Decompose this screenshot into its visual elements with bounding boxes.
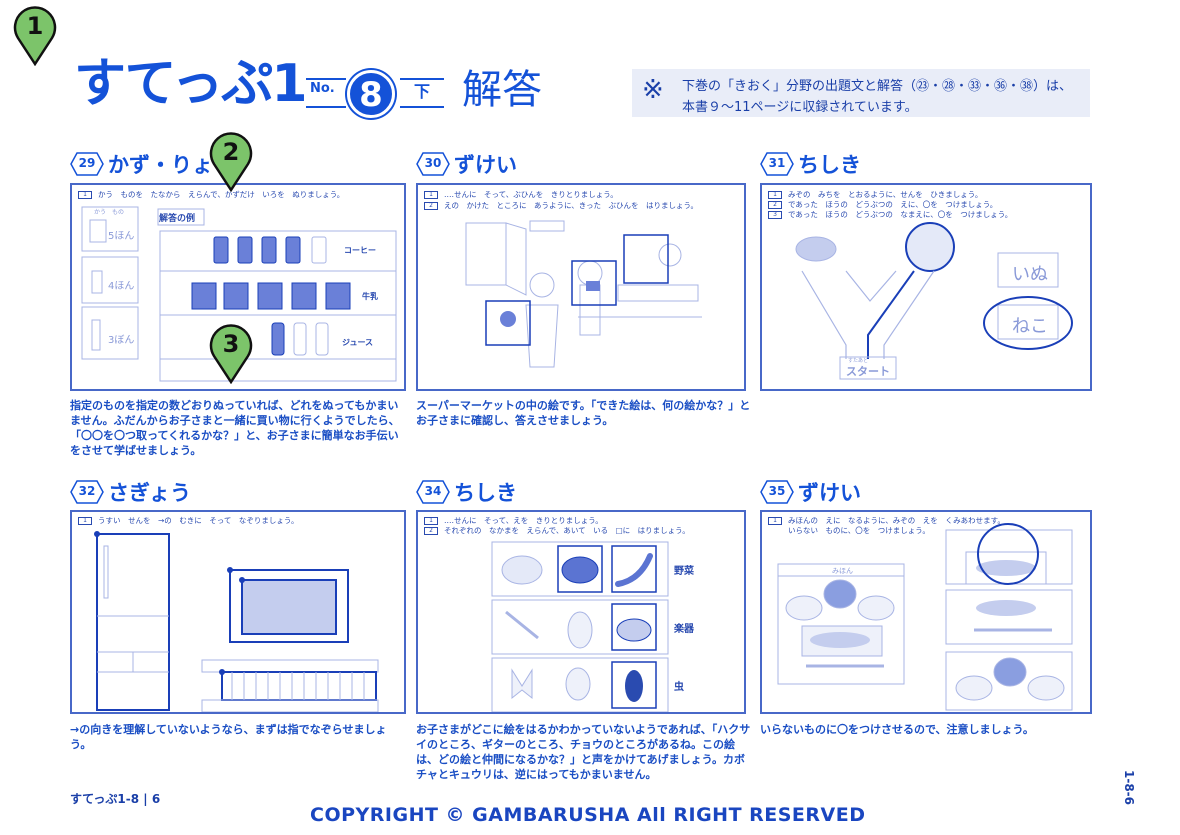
count-label: 5ほん <box>108 231 135 242</box>
category-label: 野菜 <box>674 566 694 577</box>
section-35-description: いらないものに〇をつけさせるので、注意しましょう。 <box>760 723 1034 736</box>
count-label: 4ほん <box>108 281 135 292</box>
hexagon-number-icon: 31 <box>760 152 794 176</box>
hexagon-number-icon: 29 <box>70 152 104 176</box>
section-32-description: →の向きを理解していないようなら、まずは指でなぞらせましょう。 <box>70 723 387 751</box>
volume-label: 下 <box>400 68 444 112</box>
shelf-label: コーヒー <box>344 246 376 255</box>
answer-option: いぬ <box>1012 264 1048 285</box>
note-box: ※ 下巻の「きおく」分野の出題文と解答（㉓・㉘・㉝・㊱・㊳）は、 本書９～11ペ… <box>632 69 1090 117</box>
sample-label: みほん <box>832 567 853 575</box>
instruction: いらない ものに、〇を つけましょう。 <box>788 526 930 535</box>
hexagon-number-icon: 35 <box>760 480 794 504</box>
shelf-illustration <box>81 206 397 382</box>
reference-mark-icon: ※ <box>642 75 664 105</box>
furniture-tracing-illustration <box>94 531 379 712</box>
supermarket-illustration <box>465 220 702 368</box>
section-31-heading: 31 ちしき <box>760 150 861 178</box>
issue-number-badge: 8 <box>347 70 395 118</box>
maze-illustration <box>795 222 1073 380</box>
count-label: 3ぼん <box>108 335 135 346</box>
map-pin-marker-icon: 3 <box>208 322 254 385</box>
note-line-2: 本書９～11ページに収録されています。 <box>682 100 918 115</box>
section-34-heading: 34 ちしき <box>416 478 517 506</box>
side-page-code: 1-8-6 <box>1122 770 1136 806</box>
page-title: 解答 <box>462 67 542 113</box>
section-30-description: スーパーマーケットの中の絵です。「できた絵は、何の絵かな？」とお子さまに確認し、… <box>416 399 751 427</box>
hexagon-number-icon: 32 <box>70 480 104 504</box>
note-line-1: 下巻の「きおく」分野の出題文と解答（㉓・㉘・㉝・㊱・㊳）は、 <box>682 79 1073 94</box>
section-32-heading: 32 さぎょう <box>70 478 191 506</box>
hexagon-number-icon: 30 <box>416 152 450 176</box>
shelf-label: 牛乳 <box>362 292 378 301</box>
instruction: 1‥‥せんに そって、ぶひんを きりとりましょう。 <box>424 189 618 200</box>
section-30-heading: 30 ずけい <box>416 150 517 178</box>
section-34-description: お子さまがどこに絵をはるかわかっていないようであれば、「ハクサイのところ、ギター… <box>416 723 751 781</box>
copyright-notice: COPYRIGHT © GAMBARUSHA All RIGHT RESERVE… <box>310 804 866 826</box>
shelf-label: ジュース <box>342 338 374 347</box>
map-pin-marker-icon: 1 <box>12 4 58 67</box>
issue-no-label: No. <box>306 68 346 112</box>
map-pin-marker-icon: 2 <box>208 130 254 193</box>
series-logo: すてっぷ1 <box>74 54 308 114</box>
start-label: スタート <box>846 365 890 378</box>
page-footer-label: すてっぷ1-8 | 6 <box>70 792 161 806</box>
category-label: 虫 <box>674 682 684 693</box>
answer-option-selected: ねこ <box>1012 316 1048 337</box>
meal-puzzle-illustration <box>777 523 1073 711</box>
section-29-description: 指定のものを指定の数どおりぬっていれば、どれをぬってもかまいません。ふだんからお… <box>70 399 400 457</box>
instruction: 1‥‥せんに そって、えを きりとりましょう。 <box>424 515 603 526</box>
hexagon-number-icon: 34 <box>416 480 450 504</box>
example-label: 解答の例 <box>159 214 196 224</box>
section-35-heading: 35 ずけい <box>760 478 861 506</box>
category-matching-illustration <box>491 541 669 712</box>
category-label: 楽器 <box>674 624 694 635</box>
